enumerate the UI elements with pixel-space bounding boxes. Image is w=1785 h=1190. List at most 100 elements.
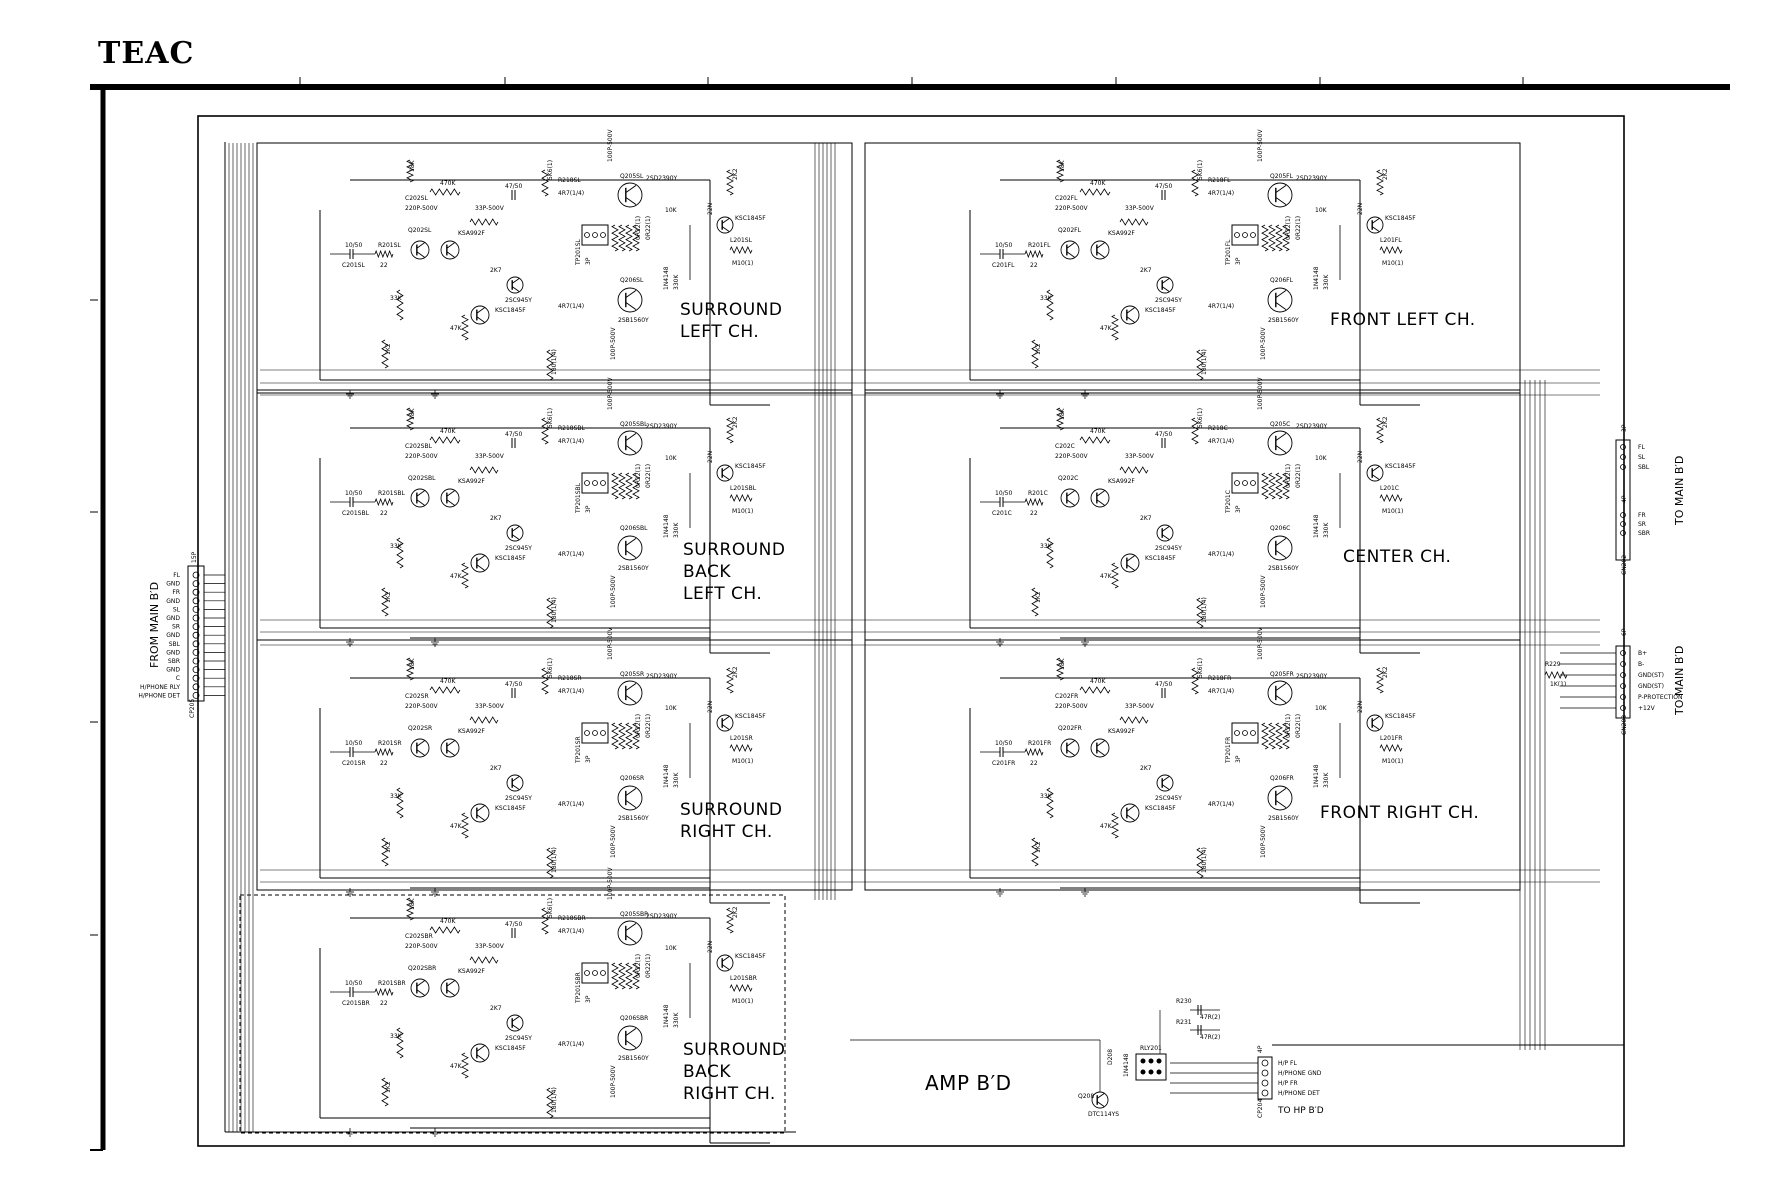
part-label: KSC1845F [1385,215,1416,222]
transistor-symbol [1060,240,1080,260]
part-label: 0R22(1) [1295,216,1302,240]
part-label: 33P-500V [475,943,505,950]
relay-pin [1148,1058,1154,1064]
connector-pin [192,606,200,613]
part-label: 47K [450,573,463,580]
part-label: TP201FR [1225,737,1232,764]
wire [416,242,425,249]
part-label: Q205SR [620,671,644,678]
resistor-symbol [1191,417,1199,445]
resistor-symbol [374,747,394,757]
part-label: 100P-500V [610,326,617,360]
part-label: 22 [1030,262,1038,269]
part-label: C202SBR [405,933,433,940]
wire [1371,716,1380,722]
wire [721,964,730,970]
part-label: 33K [1040,793,1053,800]
resistor-symbol [1024,747,1044,757]
resistor-symbol [1376,667,1384,694]
relay-pin [1148,1069,1154,1075]
part-label: 180(1/4) [551,847,558,873]
part-label: KSC1845F [1385,463,1416,470]
teac-logo: TEAC [98,36,195,71]
part-label: 3P [585,755,592,763]
part-label: 2SD2390Y [1296,673,1328,680]
part-label: R218SBL [558,425,586,432]
part-label: TP201SBL [575,482,582,514]
wire [446,499,455,506]
part-label: 47K [450,325,463,332]
resistor-symbol [1079,686,1111,694]
part-label: C202SR [405,693,429,700]
part-label: TP201SBR [575,972,582,1004]
resistor-symbol [729,494,753,502]
part-label: 18K [1059,159,1066,172]
wire [1096,1093,1105,1099]
part-label: KSC1845F [1145,555,1176,562]
channel-label-line: SURROUND [683,1040,786,1060]
pin [592,730,598,736]
resistor-symbol [1196,349,1204,381]
wire [476,805,485,812]
wire [1066,740,1075,747]
part-label: C201SR [342,760,366,767]
connector-pin [1261,1079,1269,1087]
resistor-symbol [396,1027,404,1059]
relay-pin [1140,1069,1146,1075]
part-label: 330K [673,1012,680,1028]
part-label: 10/50 [345,242,362,249]
part-label: M10(1) [1382,508,1403,515]
transistor-symbol [617,430,643,456]
part-label: 47/50 [1155,431,1172,438]
part-label: 220P-500V [405,453,439,460]
wire [1161,534,1170,540]
part-label: M10(1) [732,508,753,515]
wire [1096,490,1105,497]
part-label: 2K2 [1382,168,1389,180]
connector-pin [1620,512,1626,518]
part-label: C201SL [342,262,365,269]
group-box-sl [256,142,853,394]
part-label: D208 [1107,1049,1114,1065]
part-label: 180(1/4) [1201,847,1208,873]
connector-pin [1620,454,1626,460]
transistor-symbol [470,803,490,823]
part-label: Q206SR [620,775,644,782]
wire [1371,724,1380,730]
part-label: 47/50 [505,921,522,928]
part-label: C201FL [992,262,1015,269]
connector-pin [1620,672,1626,678]
part-label: R201SR [378,740,402,747]
resistor-symbol [1031,587,1039,617]
part-label: 10/50 [995,740,1012,747]
connector-pin-label: P-PROTECTION [1638,694,1682,701]
part-label: C201C [992,510,1012,517]
resistor-symbol [1282,224,1290,252]
connector-body [1615,439,1631,561]
part-label: R201FR [1028,740,1051,747]
connector-pin-label: FR [172,589,180,596]
connector-pin-label: B- [1638,661,1644,668]
part-label: Q202SBR [408,965,436,972]
transistor-symbol [617,535,643,561]
wire [625,683,637,691]
resistor-symbol [618,962,626,990]
connector-pin-label: SBR [168,658,180,665]
wire [1275,197,1287,205]
part-label: 470K [1090,180,1106,187]
transistor-symbol [1156,524,1174,542]
pin [1250,232,1256,238]
connector-pin [192,649,200,656]
connector-pin-label: FL [173,572,180,579]
channel-label-line: FRONT RIGHT CH. [1320,803,1479,823]
transistor-symbol [506,774,524,792]
part-label: 2K7 [1140,267,1152,274]
part-label: C201SBR [342,1000,370,1007]
connector-pin-label: H/PHONE GND [1278,1070,1322,1077]
wire [476,316,485,323]
wire [446,989,455,996]
pin [1234,480,1240,486]
part-label: 22 [1030,510,1038,517]
part-label: 330K [1323,772,1330,788]
